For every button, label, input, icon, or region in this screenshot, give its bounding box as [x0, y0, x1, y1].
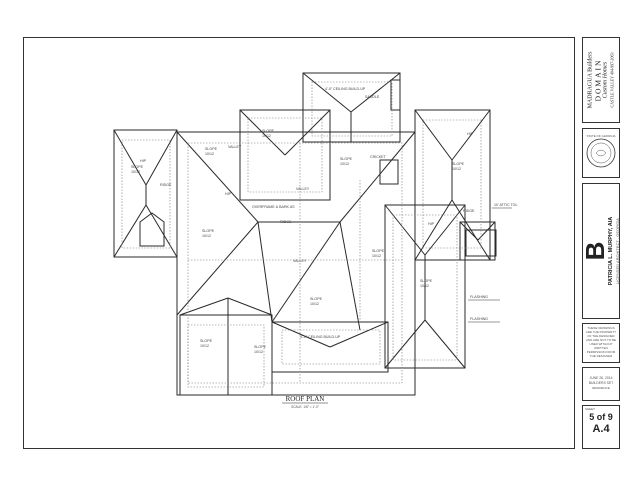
company-line-4: CASTLE VALLEY 404-997-2063 [609, 52, 615, 108]
architect-subtitle: LICENSED ARCHITECT - GEORGIA [615, 218, 620, 284]
designer-notes: THESE DRAWINGS ARE THE PROPERTY OF THE D… [585, 326, 617, 358]
plan-letter: B [580, 241, 610, 261]
roof-upper-mid [239, 109, 331, 201]
company-logo-cell: MADRAGUA Builders DOMAIN Custom Homes CA… [582, 37, 620, 123]
roof-plan-title: ROOF PLAN [286, 395, 325, 403]
roof-annotations: SLOPE 10/12 SLOPE 10/12 SLOPE 10/12 SLOP… [131, 87, 517, 354]
date-cell: JUNE 26, 2014 BUILDERS SET RESIDENCE [582, 367, 620, 401]
label-slope-d: SLOPE [202, 229, 215, 233]
roof-plan-frame [23, 37, 575, 449]
seal-text: STATE OF GEORGIA [586, 134, 616, 138]
title-block: MADRAGUA Builders DOMAIN Custom Homes CA… [580, 37, 620, 449]
label-slope-d-value: 10/12 [202, 234, 211, 238]
label-cricket: CRICKET [370, 155, 387, 159]
label-ridge-right: RIDGE [463, 209, 475, 213]
label-ceiling-bottom: 4'-0" CEILING BUILD-UP [300, 335, 341, 339]
label-valley-c: VALLEY [228, 145, 242, 149]
label-valley-b: VALLEY [293, 259, 307, 263]
label-slope-g-value: 10/12 [420, 284, 429, 288]
label-slope-f-value: 10/12 [372, 254, 381, 258]
sheet-number-cell: SHEET 5 of 9 A.4 [582, 405, 620, 449]
label-slope-left-value: 10/12 [131, 170, 140, 174]
label-overframe: OVERFRAME & BARK AS [252, 205, 295, 209]
sheet-count: 5 of 9 [589, 412, 613, 422]
label-slope-left: SLOPE [131, 165, 144, 169]
label-ridge-left: RIDGE [160, 183, 172, 187]
label-slope-right: SLOPE [452, 162, 465, 166]
label-slope-i: SLOPE [200, 339, 213, 343]
label-slope-b-value: 10/12 [262, 134, 271, 138]
seal-cell: STATE OF GEORGIA [582, 128, 620, 178]
label-hip-c: HIP [428, 222, 435, 226]
label-ceiling-top: 4'-0" CEILING BUILD-UP [325, 87, 366, 91]
label-slope-a: SLOPE [205, 147, 218, 151]
label-slope-f: SLOPE [372, 249, 385, 253]
roof-chimney [379, 159, 399, 185]
label-slope-c-value: 10/12 [340, 162, 349, 166]
label-hip-a: HIP [140, 159, 147, 163]
architect-seal-icon [586, 138, 616, 168]
roof-main-body [176, 131, 416, 396]
label-flashing-a: FLASHING [470, 295, 488, 299]
label-valley-a: VALLEY [296, 187, 310, 191]
label-saddle: SADDLE [365, 95, 380, 99]
roof-top-tower [302, 72, 401, 143]
label-slope-b: SLOPE [262, 129, 275, 133]
leader-lines [468, 207, 512, 323]
architect-name: PATRICIA L. MURPHY, AIA [608, 216, 614, 286]
roof-bottom-left [179, 314, 273, 396]
label-slope-right-value: 10/12 [452, 167, 461, 171]
label-slope-h: SLOPE [254, 345, 267, 349]
architect-stamp: B PATRICIA L. MURPHY, AIA LICENSED ARCHI… [580, 216, 620, 286]
roof-plan-scale: SCALE: 1/8" = 1'-0" [291, 405, 319, 409]
company-logo: MADRAGUA Builders DOMAIN Custom Homes CA… [588, 52, 615, 109]
label-slope-e: SLOPE [310, 297, 323, 301]
project-subtitle: RESIDENCE [592, 386, 610, 390]
label-flashing-b: FLASHING [470, 317, 488, 321]
label-hip-b: HIP [225, 192, 232, 196]
plan-id-cell: B PATRICIA L. MURPHY, AIA LICENSED ARCHI… [580, 183, 620, 319]
sheet-number: A.4 [592, 423, 610, 435]
label-slope-h-value: 10/12 [254, 350, 263, 354]
company-line-2: DOMAIN [593, 58, 603, 102]
label-ridge-center: RIDGE [280, 220, 292, 224]
sheet-label: SHEET [585, 407, 596, 411]
roof-outlines [113, 72, 497, 396]
wall-lines [121, 81, 482, 388]
drawing-date: JUNE 26, 2014 [589, 376, 613, 380]
company-line-3: Custom Homes [602, 61, 609, 99]
label-slope-e-value: 10/12 [310, 302, 319, 306]
label-hip-d: HIP [467, 132, 474, 136]
label-dimension: 10' ATTIC TOL [494, 203, 517, 207]
notes-cell: THESE DRAWINGS ARE THE PROPERTY OF THE D… [582, 323, 620, 363]
project-name: BUILDERS SET [588, 381, 614, 385]
label-slope-i-value: 10/12 [200, 344, 209, 348]
label-slope-a-value: 10/12 [205, 152, 214, 156]
label-slope-g: SLOPE [420, 279, 433, 283]
label-slope-c: SLOPE [340, 157, 353, 161]
